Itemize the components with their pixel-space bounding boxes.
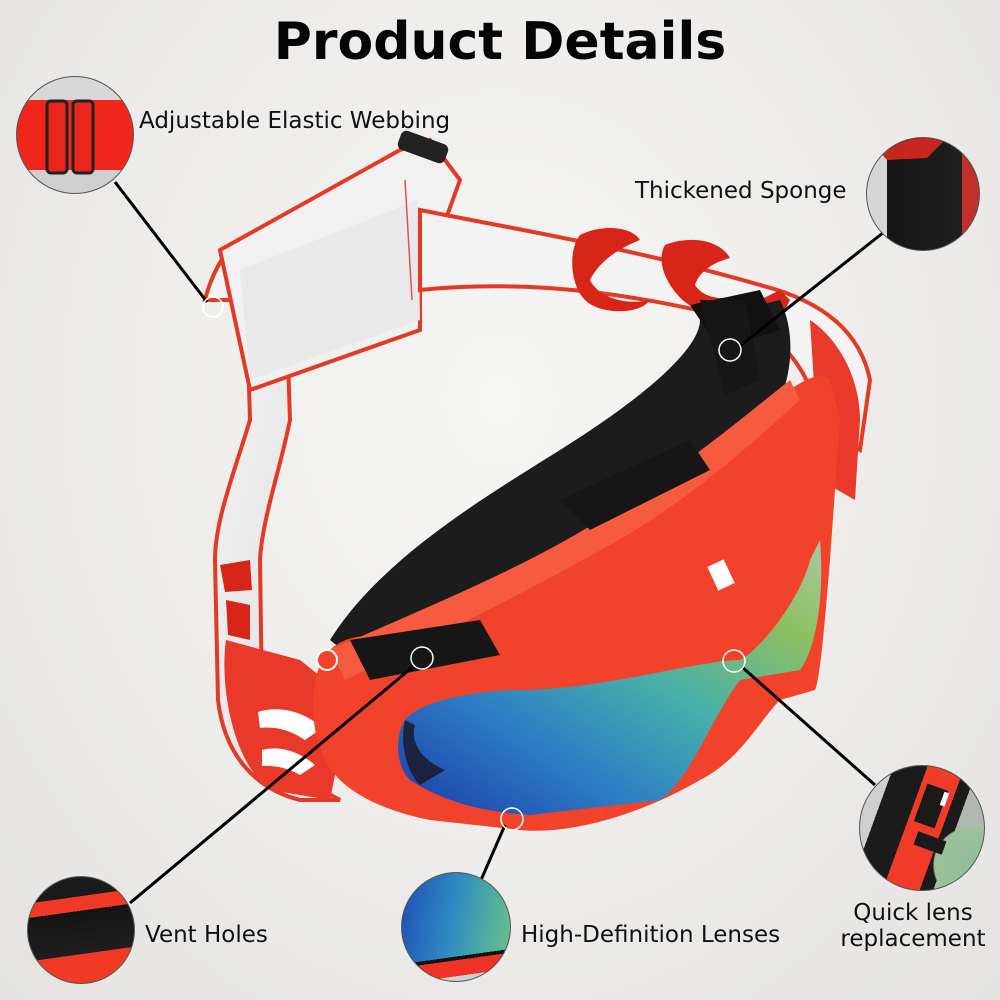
sponge-detail-image — [866, 137, 980, 251]
elastic-strap — [202, 130, 873, 802]
webbing-detail-image — [16, 76, 134, 194]
callout-label-quick-lens-line1: Quick lens — [853, 900, 973, 926]
page-title: Product Details — [273, 12, 727, 72]
lens-clip-icon — [913, 783, 950, 855]
buckle-icon — [45, 99, 95, 175]
foam-icon — [867, 138, 947, 160]
callout-label-quick-lens: Quick lens replacement — [838, 900, 988, 952]
callout-label-webbing: Adjustable Elastic Webbing — [139, 108, 451, 134]
lens-detail-image — [401, 872, 511, 982]
callout-label-sponge: Thickened Sponge — [635, 178, 847, 204]
callout-label-quick-lens-line2: replacement — [840, 926, 986, 952]
lens — [398, 540, 822, 815]
callout-lines — [113, 181, 885, 905]
vents-detail-image — [27, 876, 135, 984]
callout-markers — [202, 296, 746, 831]
quick-lens-detail-image — [859, 765, 985, 891]
callout-label-vents: Vent Holes — [145, 922, 268, 948]
callout-label-lenses: High-Definition Lenses — [521, 922, 781, 948]
